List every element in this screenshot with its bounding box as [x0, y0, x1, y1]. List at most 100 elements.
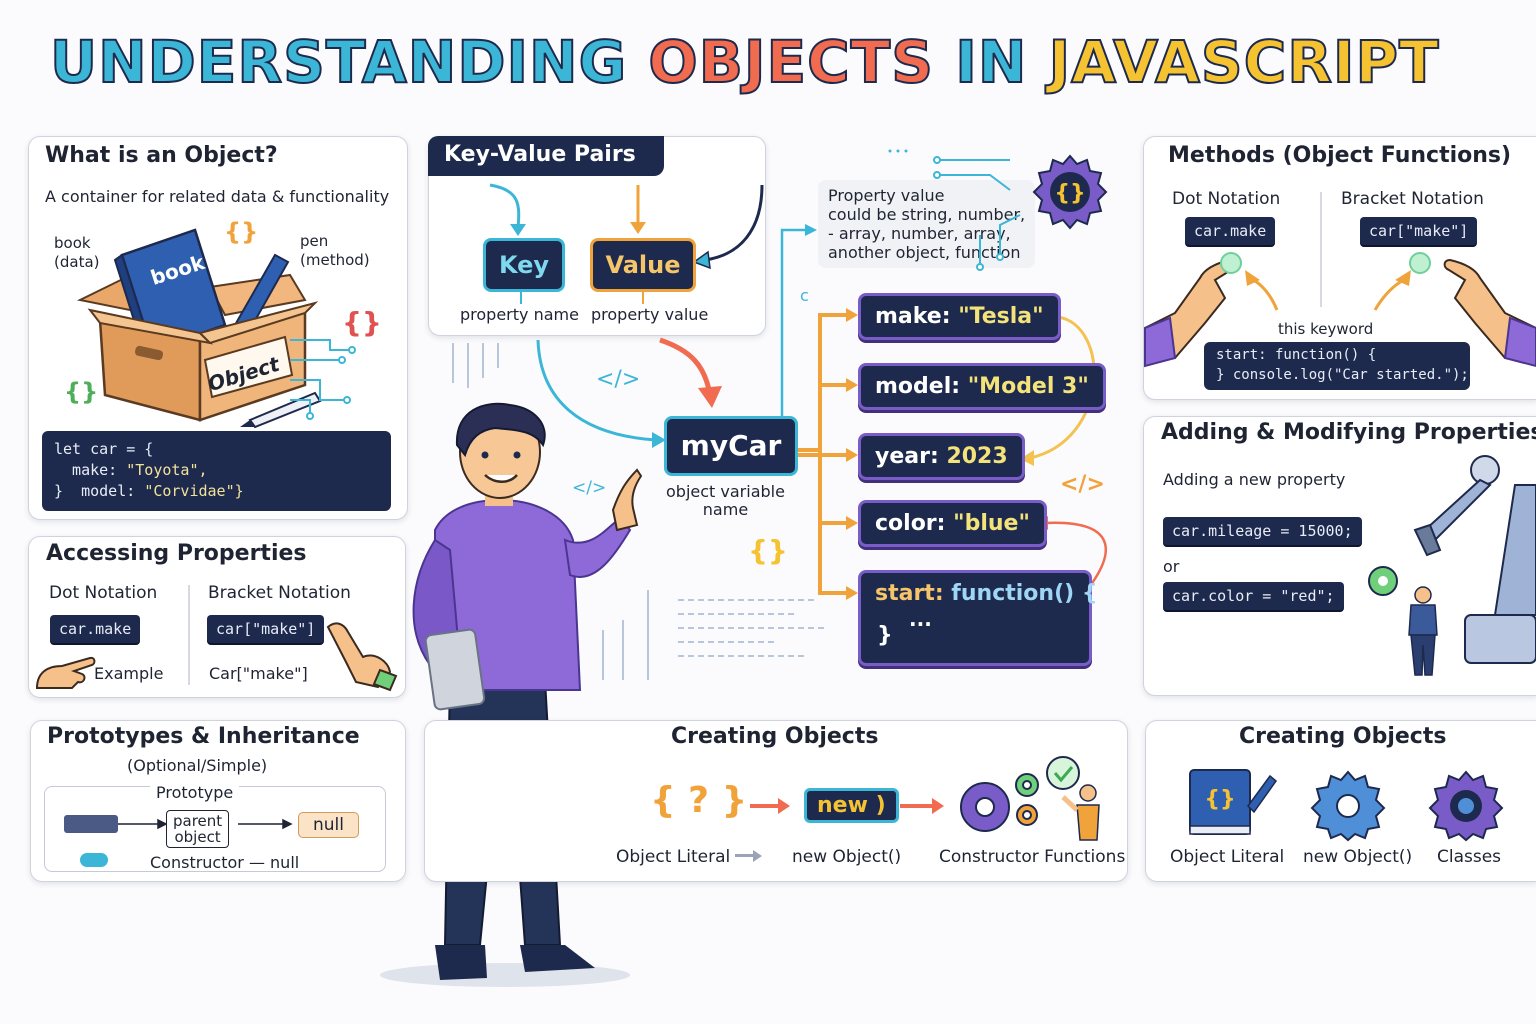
- prop-year: year: 2023: [858, 433, 1025, 480]
- prop-color-value: "blue": [953, 511, 1030, 536]
- braces-deco-green: {}: [64, 378, 99, 406]
- methods-code-block: start: function() { } console.log("Car s…: [1204, 342, 1470, 390]
- title-word-understanding: UNDERSTANDING: [49, 27, 628, 97]
- creating-gears-icon: [960, 756, 1100, 841]
- title-word-in: IN: [954, 27, 1028, 97]
- adding-code-1: car.mileage = 15000;: [1163, 517, 1362, 545]
- braces-deco-yellow: {}: [224, 218, 259, 246]
- key-box: Key: [483, 238, 565, 292]
- prototypes-subtitle: (Optional/Simple): [127, 756, 268, 775]
- methods-code-line-2: } console.log("Car started.");: [1216, 367, 1469, 383]
- key-connector: [520, 290, 522, 304]
- prop-model-key: model:: [875, 374, 961, 399]
- parent-object-box: parent object: [166, 810, 230, 848]
- circuit-lines-top: [888, 149, 1021, 271]
- prototypes-title: Prototypes & Inheritance: [47, 724, 360, 749]
- accessing-divider: [188, 585, 190, 685]
- value-connector: [642, 290, 644, 304]
- key-value-arrows: [489, 183, 764, 270]
- code-tag-deco-3: </>: [1060, 472, 1105, 497]
- code-tag-deco-1: </>: [596, 367, 641, 392]
- prototype-arrows: [118, 818, 293, 830]
- creating-mid-constructor: Constructor Functions: [939, 847, 1126, 867]
- accessing-example: Example: [94, 664, 164, 683]
- faint-code-lines: [602, 590, 828, 680]
- method-close: }: [877, 623, 893, 648]
- new-object-gear-icon: [1310, 770, 1386, 842]
- prototype-constructor: Constructor — null: [150, 853, 300, 872]
- code-line-2: make:: [54, 461, 127, 479]
- prop-color: color: "blue": [858, 500, 1047, 547]
- title-word-javascript: JAVASCRIPT: [1048, 27, 1440, 97]
- creating-right-literal: Object Literal: [1170, 847, 1285, 867]
- page-title: UNDERSTANDING OBJECTS IN JAVASCRIPT: [49, 27, 1440, 97]
- robot-arm-icon: [1368, 455, 1536, 676]
- bracket-hand-icon: [326, 622, 398, 692]
- circuit-lines-left: [290, 339, 356, 420]
- prop-model-value: "Model 3": [967, 374, 1089, 399]
- code-tag-deco-2: </>: [572, 478, 607, 498]
- c-deco: c: [800, 286, 809, 305]
- methods-divider: [1320, 192, 1322, 307]
- what-is-object-subtitle: A container for related data & functiona…: [45, 187, 390, 206]
- adding-title: Adding & Modifying Properties: [1161, 420, 1536, 445]
- accessing-dot-code: car.make: [50, 615, 141, 643]
- creating-mid-title: Creating Objects: [671, 724, 879, 749]
- key-caption: property name: [460, 305, 579, 324]
- accessing-bracket-label: Bracket Notation: [208, 583, 351, 603]
- methods-bracket-code: car["make"]: [1360, 217, 1478, 245]
- adding-or: or: [1163, 557, 1180, 576]
- value-caption: property value: [591, 305, 709, 324]
- car-code-block: let car = { make: "Toyota", } model: "Co…: [42, 431, 391, 511]
- creating-mid-panel: [424, 720, 1128, 882]
- faint-lines-left: [452, 343, 499, 388]
- book-label: book (data): [54, 234, 100, 271]
- pen-label: pen (method): [300, 232, 370, 269]
- classes-gear-icon: [1428, 770, 1504, 842]
- method-dots: ...: [909, 607, 932, 631]
- adding-code-2: car.color = "red";: [1163, 582, 1344, 610]
- methods-dot-code: car.make: [1185, 217, 1276, 245]
- key-value-title: Key-Value Pairs: [444, 142, 636, 167]
- object-box-illustration: [76, 228, 322, 429]
- code-line-2-value: "Toyota",: [126, 461, 208, 479]
- methods-code-line-1: start: function() {: [1216, 347, 1377, 363]
- creating-braces: { ? }: [650, 780, 748, 821]
- creating-mid-new: new Object(): [792, 847, 902, 867]
- braces-deco-center: {}: [748, 534, 788, 567]
- what-is-object-title: What is an Object?: [45, 143, 278, 168]
- accessing-dot-label: Dot Notation: [49, 583, 158, 603]
- prop-make-key: make:: [875, 304, 951, 329]
- gear-braces-icon: {}: [1032, 154, 1108, 230]
- creating-right-classes: Classes: [1437, 847, 1502, 867]
- methods-hands-icon: [1144, 252, 1536, 368]
- mycar-object: myCar: [664, 416, 798, 476]
- prop-start-method: start: function() { ... }: [858, 570, 1098, 666]
- creating-right-new: new Object(): [1303, 847, 1413, 867]
- creating-new-chip: new ): [804, 788, 899, 823]
- accessing-bracket-code: car["make"]: [207, 615, 325, 643]
- prototype-chip: [64, 815, 118, 833]
- title-word-objects: OBJECTS: [647, 27, 935, 97]
- pointing-hand-icon: [35, 656, 96, 689]
- methods-dot-label: Dot Notation: [1172, 189, 1281, 209]
- prop-color-key: color:: [875, 511, 946, 536]
- code-line-1: let car = {: [54, 440, 154, 458]
- prop-year-key: year:: [875, 444, 939, 469]
- code-line-3: } model:: [54, 482, 145, 500]
- prop-make-value: "Tesla": [958, 304, 1044, 329]
- prop-make: make: "Tesla": [858, 293, 1061, 340]
- svg-text:{}: {}: [1204, 787, 1235, 812]
- creating-mid-literal: Object Literal: [616, 847, 731, 867]
- object-literal-book-icon: {}: [1189, 769, 1278, 835]
- methods-bracket-label: Bracket Notation: [1341, 189, 1484, 209]
- prop-model: model: "Model 3": [858, 363, 1106, 410]
- braces-deco-red: {}: [342, 306, 382, 339]
- adding-subtitle: Adding a new property: [1163, 470, 1346, 489]
- methods-title: Methods (Object Functions): [1168, 143, 1512, 168]
- method-value: function() {: [951, 581, 1098, 606]
- accessing-properties-title: Accessing Properties: [46, 541, 307, 566]
- accessing-bracket-example: Car["make"]: [209, 664, 308, 683]
- creating-arrows: [735, 798, 944, 862]
- method-key: start:: [875, 581, 944, 606]
